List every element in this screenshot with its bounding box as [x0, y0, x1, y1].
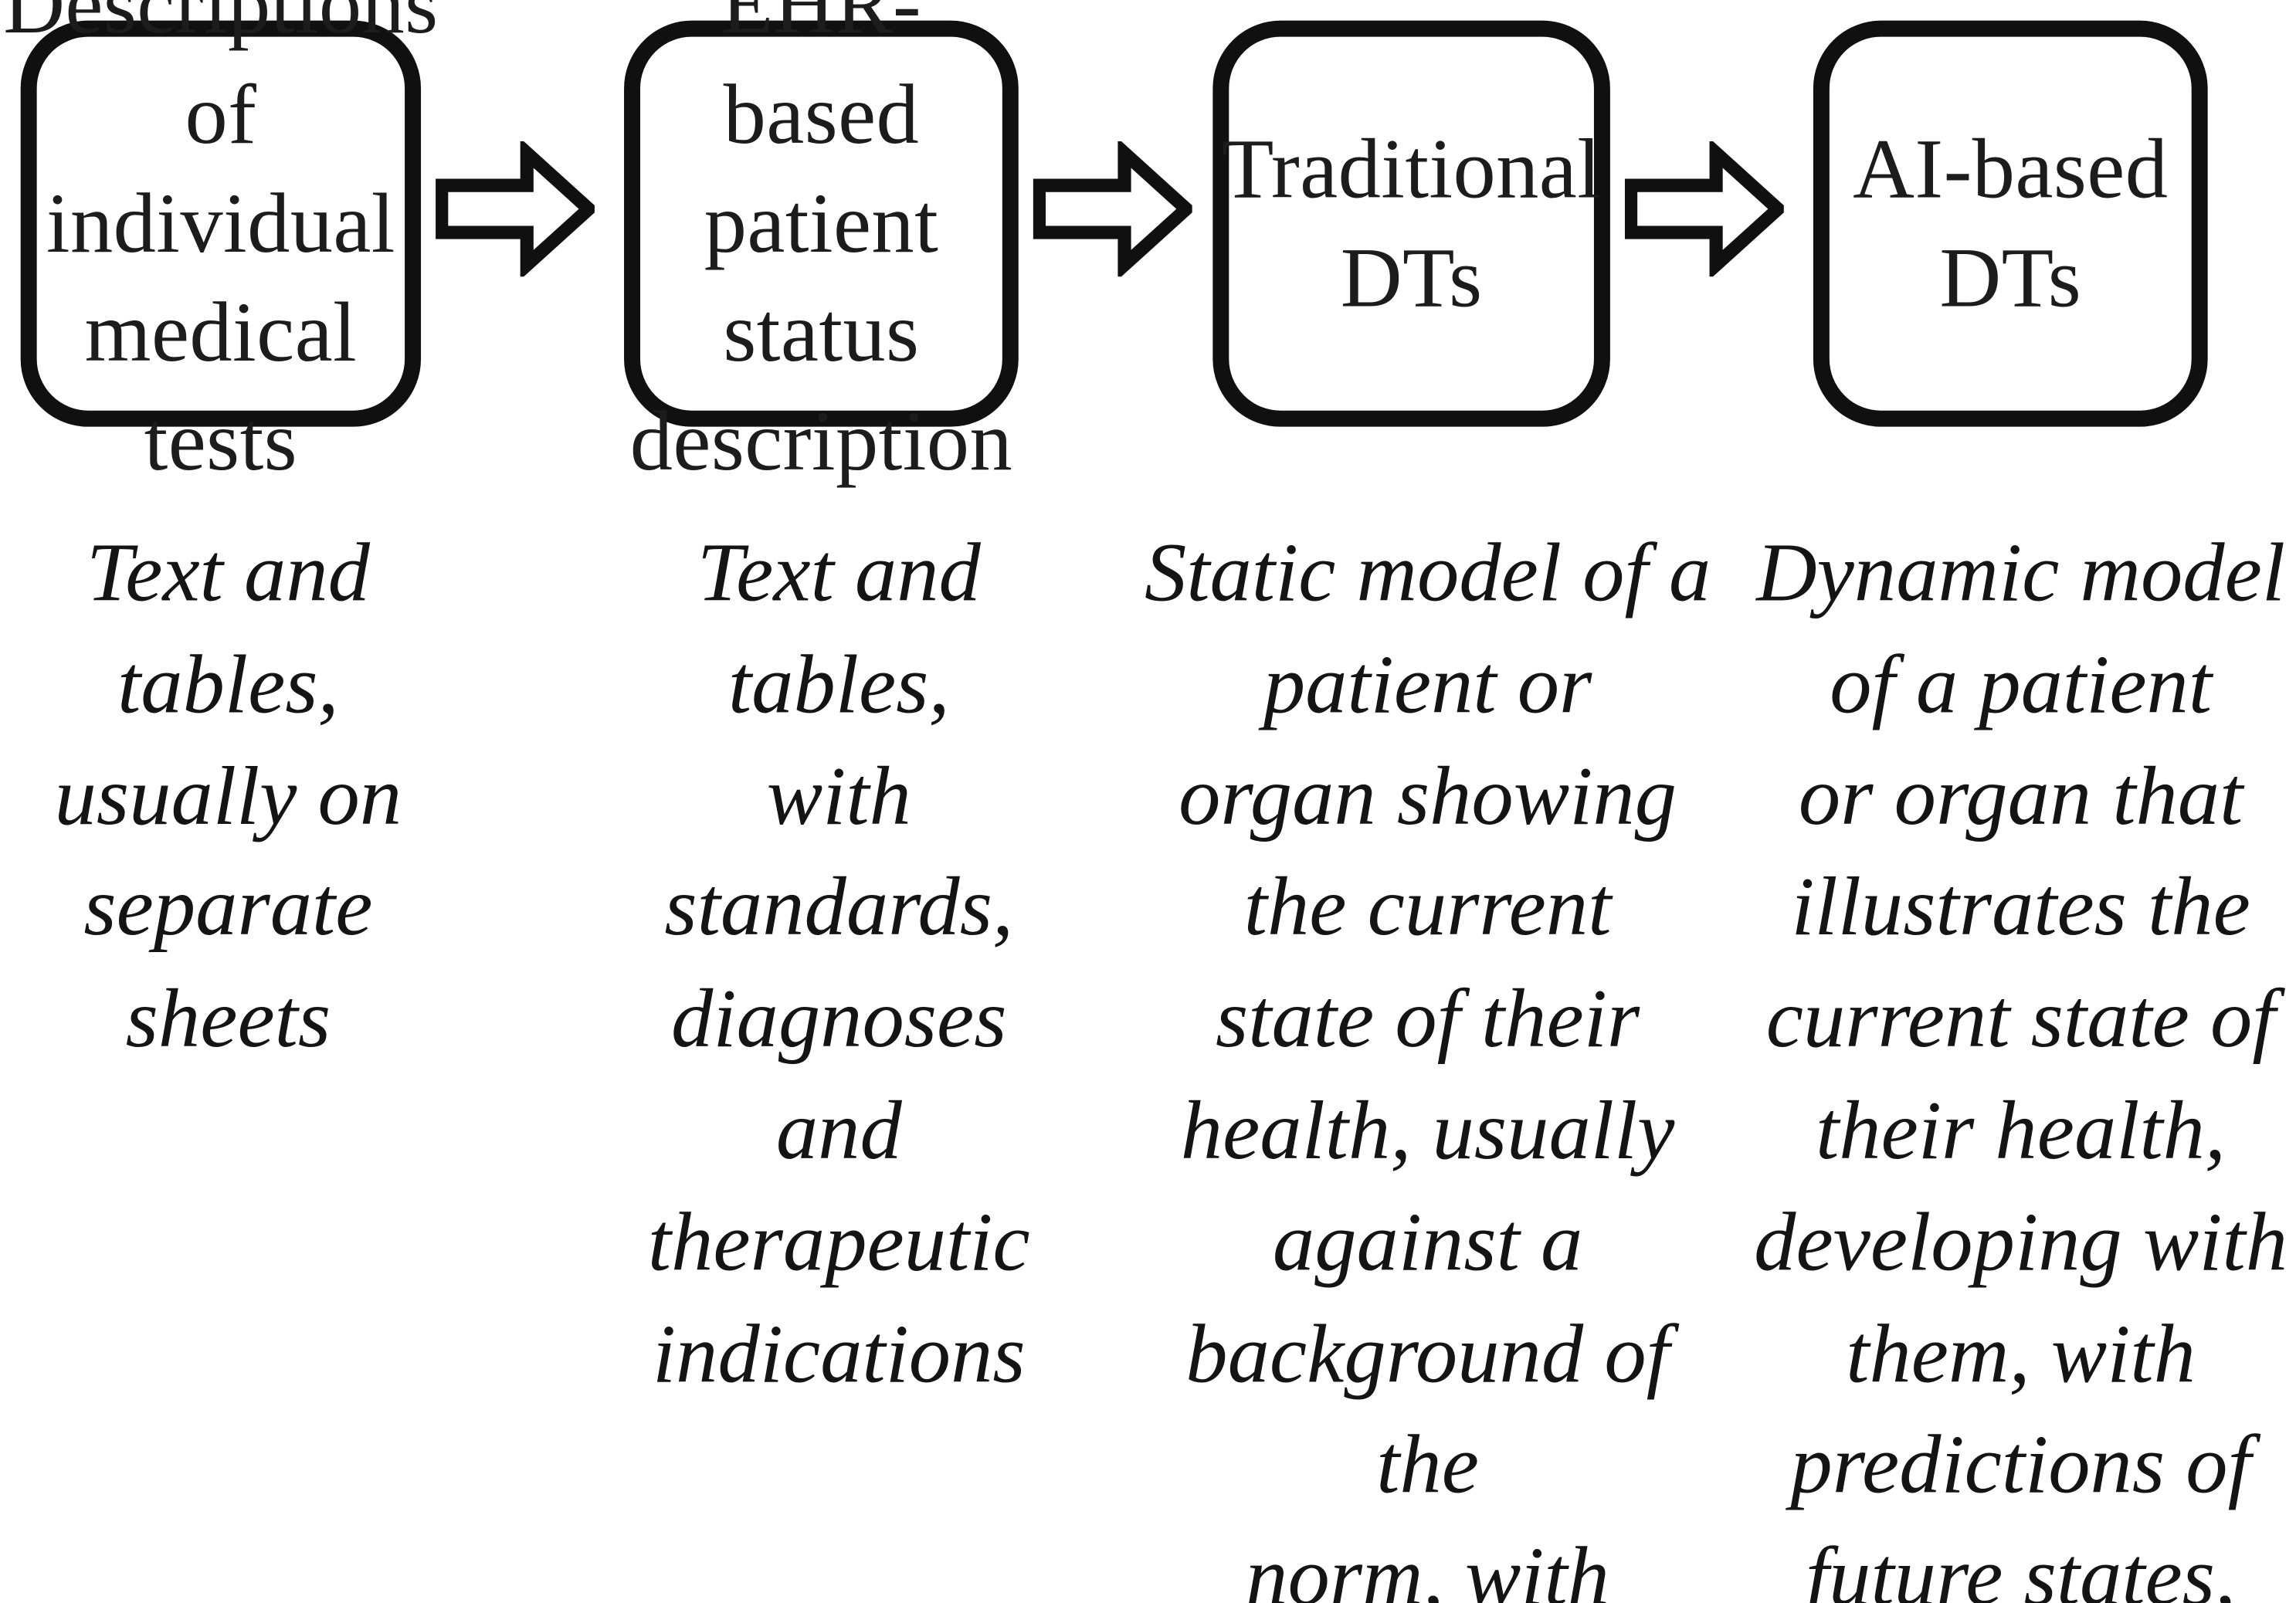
stage-caption-descriptions-of-individual-medical-tests: Text and tables, usually on separate she… [54, 527, 402, 1066]
stage-caption-ehr-based-patient-status-description: Text and tables, with standards, diagnos… [647, 527, 1030, 1401]
stage-box-row: Descriptions of individual medical tests… [0, 0, 2296, 489]
block-arrow-right-icon [436, 141, 595, 277]
stage-box-label: AI-based DTs [1853, 120, 2169, 326]
stage-box-ehr-based-patient-status-description[interactable]: EHR-based patient status description [624, 0, 1019, 489]
stage-box-label: Descriptions of individual medical tests [3, 0, 439, 490]
stage-box-label: Traditional DTs [1221, 120, 1602, 326]
block-arrow-right-icon [1624, 141, 1784, 277]
stage-caption-traditional-dts: Static model of a patient or organ showi… [1145, 527, 1711, 1603]
stage-box-ai-based-dts[interactable]: AI-based DTs [1813, 20, 2208, 427]
stage-box-label: EHR-based patient status description [629, 0, 1013, 490]
stage-box-descriptions-of-individual-medical-tests[interactable]: Descriptions of individual medical tests [3, 0, 438, 489]
stage-box-traditional-dts[interactable]: Traditional DTs [1212, 20, 1610, 427]
block-arrow-right-icon [1033, 141, 1192, 277]
stage-caption-ai-based-dts: Dynamic model of a patient or organ that… [1754, 527, 2288, 1603]
